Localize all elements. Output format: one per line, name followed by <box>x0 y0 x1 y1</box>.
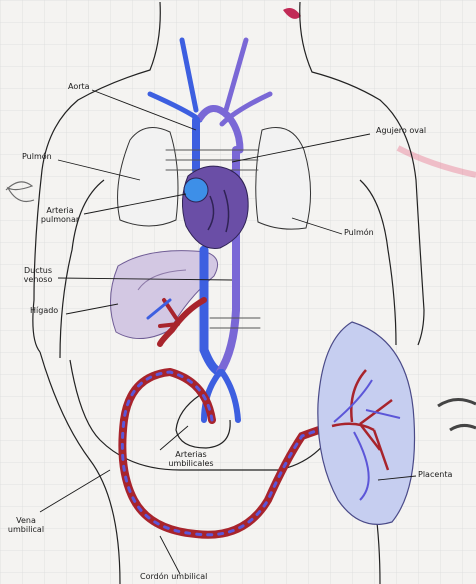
label-aorta: Aorta <box>68 82 90 91</box>
label-placenta: Placenta <box>418 470 452 479</box>
label-pulmon-right: Pulmón <box>344 228 374 237</box>
label-ductus-venoso: Ductus venoso <box>20 266 56 284</box>
label-vena-umbilical: Vena umbilical <box>4 516 48 534</box>
label-arterias-umbilicales: Arterias umbilicales <box>156 450 226 468</box>
label-higado: Hígado <box>30 306 58 315</box>
label-pulmon-left: Pulmón <box>22 152 52 161</box>
label-agujero-oval: Agujero oval <box>376 126 426 135</box>
label-arteria-pulmonar: Arteria pulmonar <box>36 206 84 224</box>
label-cordon-umbilical: Cordón umbilical <box>140 572 207 581</box>
